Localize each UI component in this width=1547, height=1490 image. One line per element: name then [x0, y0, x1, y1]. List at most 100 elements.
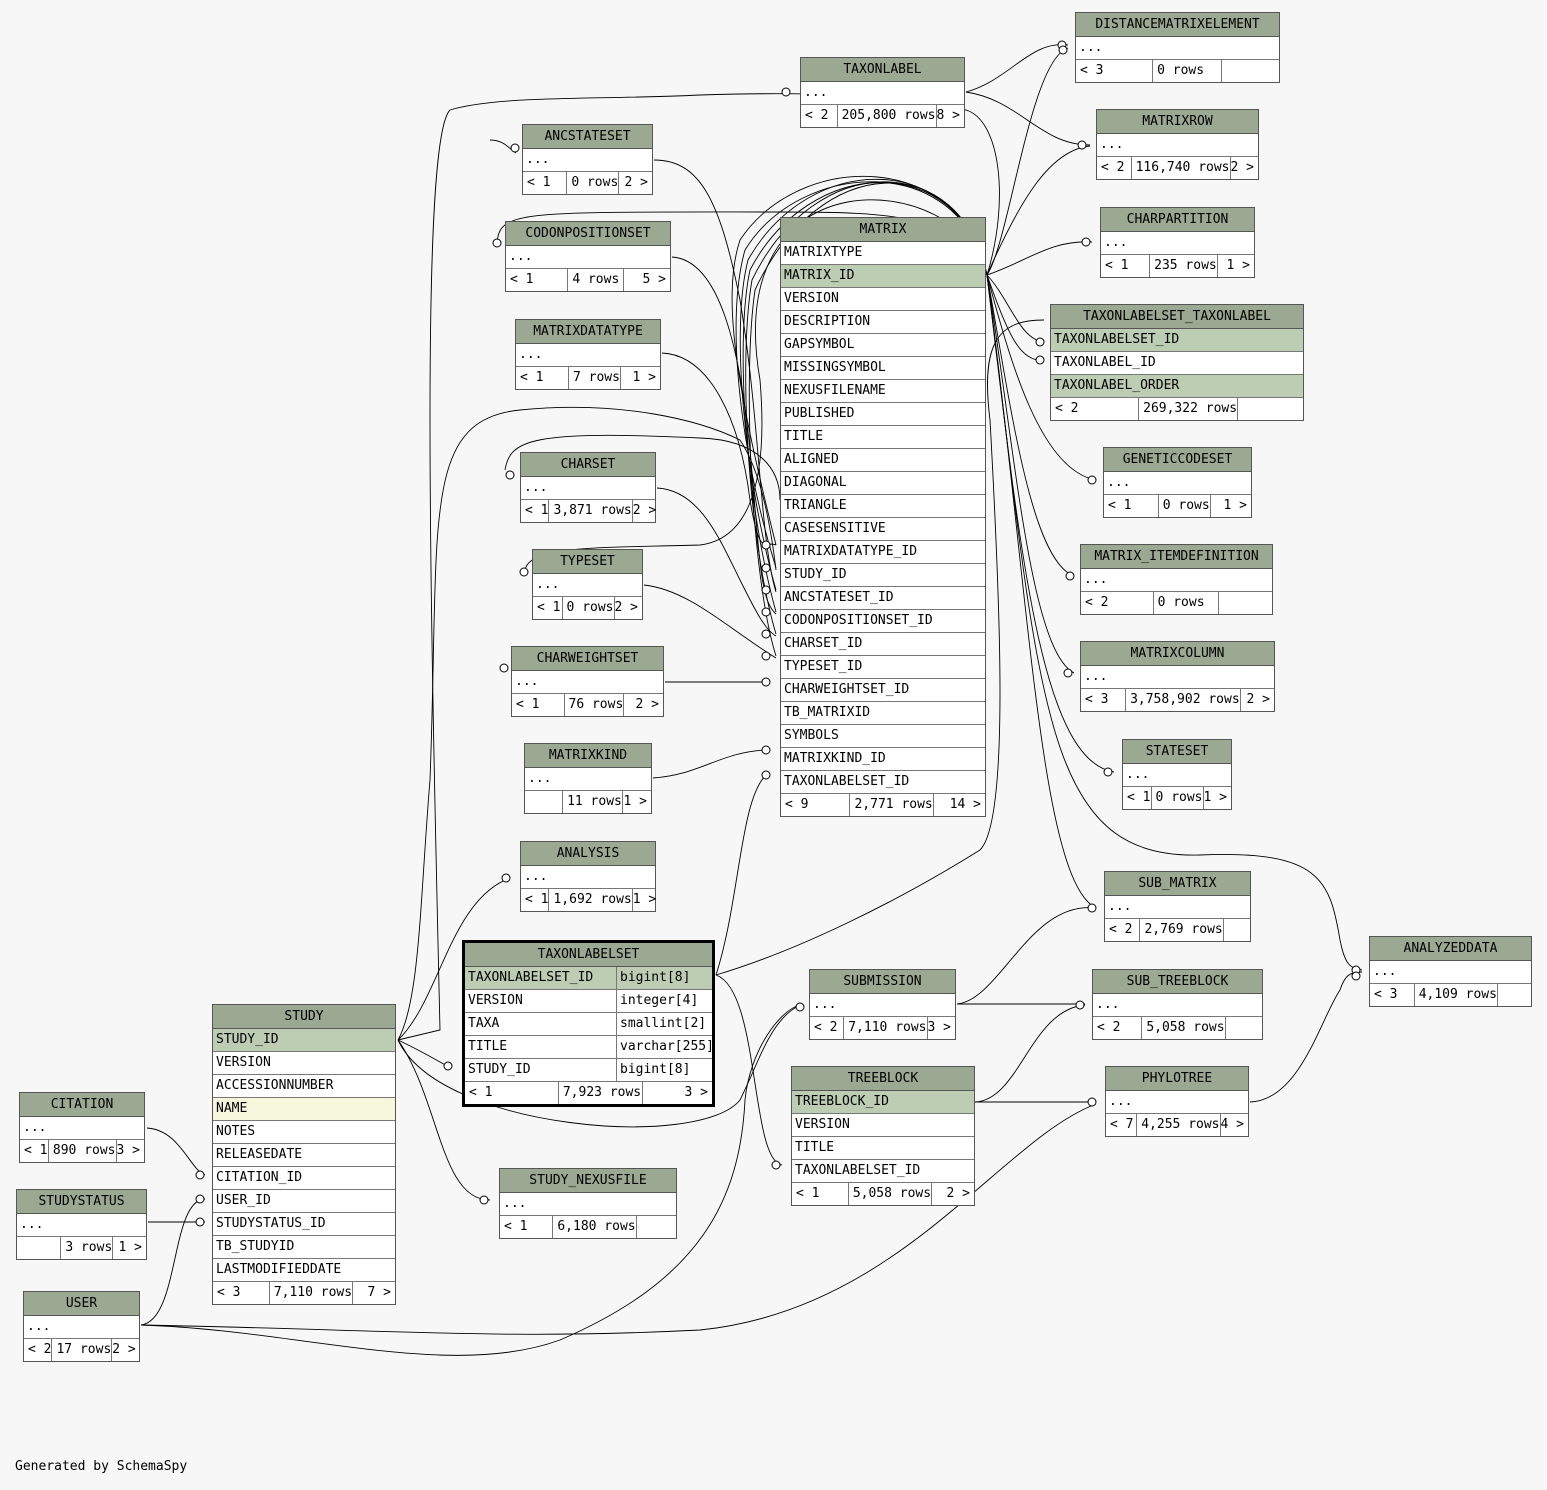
column-row[interactable]: DIAGONAL — [781, 472, 985, 495]
parents-link[interactable]: < 2 — [1081, 592, 1154, 614]
parents-link[interactable]: < 1 — [521, 889, 550, 911]
parents-link[interactable]: < 1 — [500, 1216, 554, 1238]
parents-link[interactable]: < 2 — [24, 1339, 53, 1361]
column-row[interactable]: CODONPOSITIONSET_ID — [781, 610, 985, 633]
column-row[interactable]: ACCESSIONNUMBER — [213, 1075, 395, 1098]
children-link[interactable]: 2 > — [1246, 692, 1270, 707]
parents-link[interactable]: < 3 — [1081, 689, 1127, 711]
column-row[interactable]: TAXONLABEL_ORDER — [1051, 375, 1303, 398]
children-link[interactable] — [1226, 1017, 1262, 1039]
column-row[interactable]: NEXUSFILENAME — [781, 380, 985, 403]
column-row[interactable]: RELEASEDATE — [213, 1144, 395, 1167]
children-link[interactable] — [1238, 398, 1303, 420]
column-row[interactable]: ANCSTATESET_ID — [781, 587, 985, 610]
collapsed-columns[interactable]: ... — [810, 994, 955, 1017]
column-row[interactable]: TAXONLABELSET_ID — [792, 1160, 974, 1183]
column-row[interactable]: TYPESET_ID — [781, 656, 985, 679]
parents-link[interactable]: < 1 — [20, 1140, 49, 1162]
parents-link[interactable]: < 2 — [1093, 1017, 1143, 1039]
column-row[interactable]: ALIGNED — [781, 449, 985, 472]
children-link[interactable]: 1 > — [1226, 258, 1250, 273]
collapsed-columns[interactable]: ... — [1105, 896, 1250, 919]
column-row[interactable]: USER_ID — [213, 1190, 395, 1213]
collapsed-columns[interactable]: ... — [801, 82, 964, 105]
parents-link[interactable]: < 1 — [512, 694, 565, 716]
column-row[interactable]: VERSION — [781, 288, 985, 311]
parents-link[interactable] — [525, 791, 564, 813]
column-row[interactable]: MATRIXTYPE — [781, 242, 985, 265]
children-link[interactable]: 1 > — [632, 370, 656, 385]
children-link[interactable]: 1 > — [1203, 790, 1227, 805]
children-link[interactable]: 1 > — [632, 892, 657, 907]
column-row[interactable]: CHARSET_ID — [781, 633, 985, 656]
collapsed-columns[interactable]: ... — [17, 1214, 146, 1237]
collapsed-columns[interactable]: ... — [1081, 666, 1274, 689]
collapsed-columns[interactable]: ... — [523, 149, 652, 172]
children-link[interactable]: 1 > — [623, 794, 647, 809]
column-row[interactable]: SYMBOLS — [781, 725, 985, 748]
column-row[interactable]: GAPSYMBOL — [781, 334, 985, 357]
parents-link[interactable]: < 3 — [1370, 984, 1415, 1006]
column-row[interactable]: TRIANGLE — [781, 495, 985, 518]
collapsed-columns[interactable]: ... — [1081, 569, 1272, 592]
column-row[interactable]: TB_STUDYID — [213, 1236, 395, 1259]
parents-link[interactable]: < 1 — [792, 1183, 849, 1205]
collapsed-columns[interactable]: ... — [525, 768, 651, 791]
children-link[interactable]: 2 > — [1230, 160, 1254, 175]
collapsed-columns[interactable]: ... — [1104, 472, 1251, 495]
column-row[interactable]: TAXONLABEL_ID — [1051, 352, 1303, 375]
parents-link[interactable]: < 9 — [781, 794, 851, 816]
parents-link[interactable]: < 1 — [1101, 255, 1151, 277]
collapsed-columns[interactable]: ... — [20, 1117, 144, 1140]
children-link[interactable] — [1219, 592, 1272, 614]
parents-link[interactable]: < 2 — [810, 1017, 845, 1039]
column-row[interactable]: CITATION_ID — [213, 1167, 395, 1190]
children-link[interactable]: 2 > — [112, 1342, 136, 1357]
children-link[interactable]: 5 > — [642, 272, 666, 287]
column-row[interactable]: NOTES — [213, 1121, 395, 1144]
column-row[interactable]: TAXONLABELSET_ID — [1051, 329, 1303, 352]
column-row[interactable]: LASTMODIFIEDDATE — [213, 1259, 395, 1282]
column-row[interactable]: DESCRIPTION — [781, 311, 985, 334]
children-link[interactable]: 2 > — [635, 697, 659, 712]
parents-link[interactable]: < 2 — [1051, 398, 1140, 420]
collapsed-columns[interactable]: ... — [506, 246, 670, 269]
column-row[interactable]: TB_MATRIXID — [781, 702, 985, 725]
collapsed-columns[interactable]: ... — [533, 574, 642, 597]
parents-link[interactable]: < 2 — [801, 105, 838, 127]
column-row[interactable]: NAME — [213, 1098, 395, 1121]
collapsed-columns[interactable]: ... — [1106, 1091, 1248, 1114]
parents-link[interactable]: < 1 — [465, 1082, 559, 1104]
column-row[interactable]: CASESENSITIVE — [781, 518, 985, 541]
children-link[interactable]: 14 > — [949, 797, 981, 812]
collapsed-columns[interactable]: ... — [1370, 961, 1531, 984]
column-row[interactable]: MISSINGSYMBOL — [781, 357, 985, 380]
children-link[interactable]: 7 > — [367, 1285, 391, 1300]
column-row[interactable]: STUDY_ID — [213, 1029, 395, 1052]
children-link[interactable] — [1224, 919, 1250, 941]
column-row[interactable]: CHARWEIGHTSET_ID — [781, 679, 985, 702]
